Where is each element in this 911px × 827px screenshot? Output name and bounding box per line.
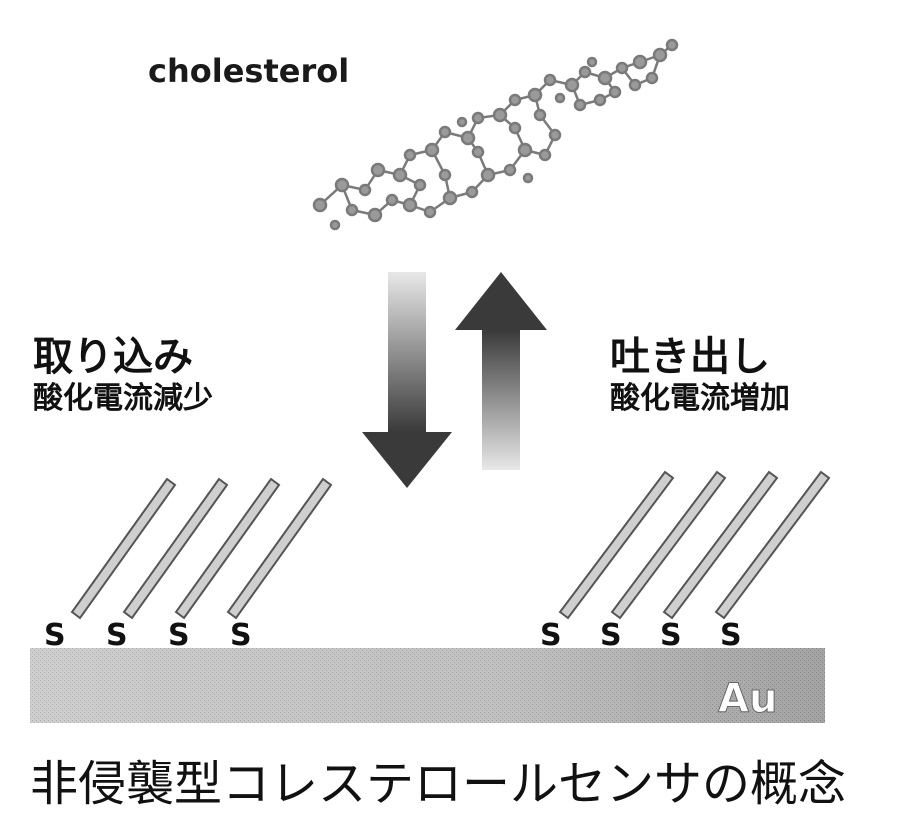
release-subtitle: 酸化電流増加	[610, 381, 790, 416]
right-monolayer: S S S S	[540, 470, 831, 653]
release-arrow-icon	[455, 272, 547, 470]
sulfur-atom: S	[540, 618, 562, 653]
sulfur-atom: S	[600, 618, 622, 653]
sam-chain	[70, 477, 333, 620]
sulfur-atom: S	[230, 618, 252, 653]
uptake-title: 取り込み	[33, 334, 193, 380]
sulfur-atom: S	[720, 618, 742, 653]
uptake-subtitle: 酸化電流減少	[33, 381, 213, 416]
uptake-arrow-icon	[362, 272, 452, 488]
cholesterol-molecule-icon	[312, 38, 679, 231]
sulfur-atom: S	[106, 618, 128, 653]
sulfur-atom: S	[660, 618, 682, 653]
sulfur-atom: S	[168, 618, 190, 653]
figure-caption: 非侵襲型コレステロールセンサの概念	[30, 756, 846, 812]
sam-chain	[558, 470, 831, 620]
substrate-label: Au	[718, 676, 777, 722]
release-title: 吐き出し	[610, 334, 770, 380]
left-monolayer: S S S S	[44, 477, 333, 653]
sulfur-atom: S	[44, 618, 66, 653]
molecule-label: cholesterol	[148, 52, 349, 90]
